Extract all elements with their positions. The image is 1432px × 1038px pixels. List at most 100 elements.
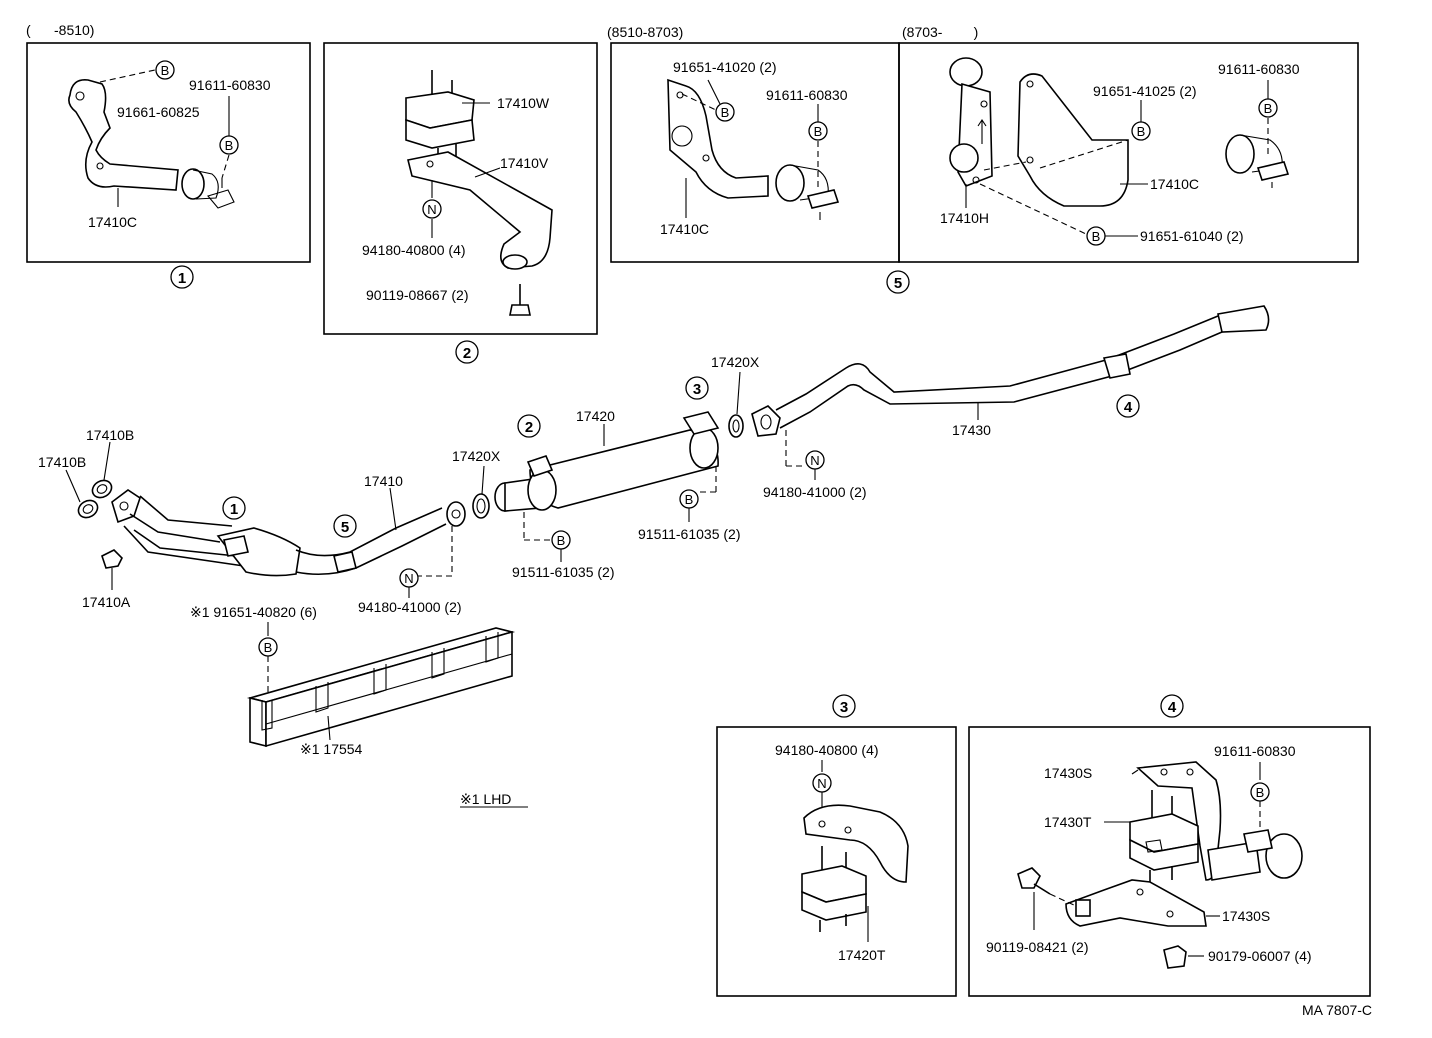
part-label-17410b-1: 17410B (86, 427, 134, 443)
muffler-17420-drawing (494, 411, 720, 512)
bolt-mark-box5b-b: B (1086, 226, 1106, 246)
part-label-17410b-2: 17410B (38, 454, 86, 470)
detail-box-1 (26, 42, 311, 263)
hanger-bracket-17410c-left-drawing (667, 78, 769, 199)
bolt-90119-08421-drawing (1017, 867, 1051, 895)
gasket-17420x-1-drawing (472, 493, 490, 519)
bolt-mark-box5b-c: B (1258, 98, 1278, 118)
svg-text:B: B (1137, 124, 1146, 139)
part-label-shield-bolt: ※1 91651-40820 (6) (190, 604, 317, 620)
part-label-box5b-17410h: 17410H (940, 210, 989, 226)
part-label-17420: 17420 (576, 408, 615, 424)
lhd-note: ※1 LHD (460, 791, 511, 807)
bolt-mark-pipe-2: B (679, 489, 699, 509)
svg-text:N: N (810, 453, 819, 468)
bolt-mark-box5a-b: B (808, 121, 828, 141)
clamp-box5b-drawing (1225, 134, 1290, 188)
period-label-box1: ( -8510) (26, 22, 94, 38)
part-label-shield: ※1 17554 (300, 741, 363, 757)
clamp-box4-drawing (1207, 829, 1303, 881)
callout-2-pipe: 2 (517, 414, 541, 438)
catalog-code: MA 7807-C (1302, 1002, 1372, 1018)
bolt-90119-08667-drawing (509, 284, 531, 316)
part-label-box4-17430s-1: 17430S (1044, 765, 1092, 781)
part-label-box4-17430s-2: 17430S (1222, 908, 1270, 924)
part-label-94180-41000-1: 94180-41000 (2) (358, 599, 462, 615)
mount-17430t-drawing (1129, 790, 1199, 882)
part-label-17410: 17410 (364, 473, 403, 489)
part-label-91511-61035-2: 91511-61035 (2) (638, 526, 740, 542)
mount-17410w-drawing (405, 70, 475, 160)
bracket-17410v-drawing (407, 151, 553, 270)
part-label-17420x-2: 17420X (711, 354, 760, 370)
clamp-box5a-drawing (775, 164, 840, 220)
svg-text:5: 5 (341, 519, 349, 536)
part-label-box5b-17410c: 17410C (1150, 176, 1199, 192)
bracket-box3-drawing (803, 804, 909, 883)
part-label-box2-17410w: 17410W (497, 95, 550, 111)
svg-text:B: B (557, 533, 566, 548)
part-label-box5b-91651-41025: 91651-41025 (2) (1093, 83, 1197, 99)
part-label-box5a-17410c: 17410C (660, 221, 709, 237)
detail-box-2 (323, 42, 598, 335)
callout-5-box: 5 (886, 270, 910, 294)
svg-text:B: B (161, 63, 170, 78)
part-label-box2-17410v: 17410V (500, 155, 549, 171)
detail-box-3 (716, 726, 957, 997)
svg-text:B: B (225, 138, 234, 153)
svg-text:1: 1 (178, 270, 186, 287)
part-label-box4-91611-60830: 91611-60830 (1214, 743, 1296, 759)
part-label-box5a-91611-60830: 91611-60830 (766, 87, 848, 103)
part-17410a-drawing (101, 549, 123, 569)
svg-text:B: B (1264, 101, 1273, 116)
part-label-box1-17410c: 17410C (88, 214, 137, 230)
gasket-17420x-2-drawing (728, 414, 744, 438)
nut-mark-pipe-2: N (805, 450, 825, 470)
svg-text:B: B (264, 640, 273, 655)
part-label-box5b-91651-61040: 91651-61040 (2) (1140, 228, 1244, 244)
svg-text:B: B (1256, 785, 1265, 800)
hanger-17410h-drawing (949, 57, 993, 187)
gasket-17410b-drawing (77, 479, 113, 519)
callout-1-pipe: 1 (222, 496, 246, 520)
svg-text:4: 4 (1168, 699, 1177, 716)
bolt-mark-box5b-a: B (1131, 121, 1151, 141)
mount-17420t-drawing (801, 846, 867, 932)
part-label-box1-91661-60825: 91661-60825 (117, 104, 200, 120)
detail-box-4 (968, 726, 1371, 997)
bolt-mark-shield: B (258, 637, 278, 657)
hanger-bracket-17410c-drawing (68, 78, 235, 209)
part-label-box4-17430t: 17430T (1044, 814, 1092, 830)
detail-box-5-left (610, 42, 900, 263)
svg-text:N: N (404, 571, 413, 586)
svg-text:4: 4 (1124, 399, 1133, 416)
callout-5-pipe: 5 (333, 514, 357, 538)
part-label-17420x-1: 17420X (452, 448, 501, 464)
nut-mark-box3: N (812, 773, 832, 793)
svg-text:N: N (427, 202, 436, 217)
svg-text:1: 1 (230, 501, 238, 518)
svg-text:2: 2 (525, 419, 533, 436)
bracket-17410c-right-drawing (1017, 73, 1129, 207)
bracket-17430s-lower-drawing (1065, 879, 1207, 927)
part-label-box2-94180-40800: 94180-40800 (4) (362, 242, 466, 258)
svg-text:B: B (1092, 229, 1101, 244)
period-label-box5b: (8703- ) (902, 24, 978, 40)
part-label-box1-91611-60830: 91611-60830 (189, 77, 271, 93)
callout-1-box: 1 (170, 265, 194, 289)
svg-text:B: B (721, 105, 730, 120)
heat-shield-17554-drawing (246, 627, 516, 748)
callout-2-box: 2 (455, 340, 479, 364)
svg-text:3: 3 (693, 381, 701, 398)
svg-text:N: N (817, 776, 826, 791)
bolt-mark-box5a-a: B (715, 102, 735, 122)
part-label-box2-90119-08667: 90119-08667 (2) (366, 287, 468, 303)
nut-mark-pipe-1: N (399, 568, 419, 588)
bolt-mark-box4: B (1250, 782, 1270, 802)
svg-text:3: 3 (840, 699, 848, 716)
part-label-box3-94180-40800: 94180-40800 (4) (775, 742, 879, 758)
detail-box-5-right (898, 42, 1359, 263)
part-label-17410a: 17410A (82, 594, 131, 610)
front-pipe-17410-drawing (111, 489, 466, 577)
